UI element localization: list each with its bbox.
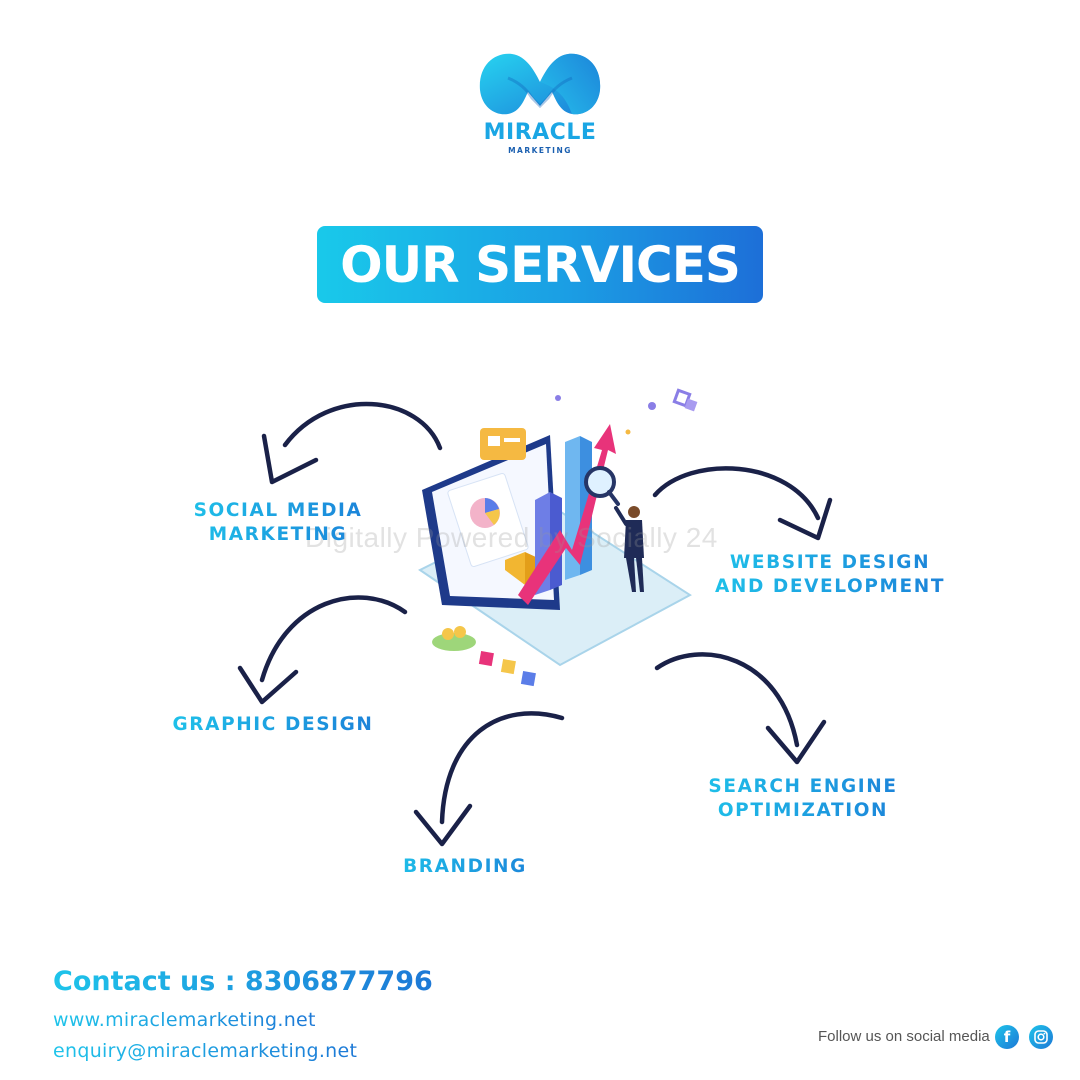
facebook-icon[interactable]: f bbox=[995, 1025, 1019, 1049]
follow-text: Follow us on social media bbox=[818, 1028, 990, 1045]
page-title: OUR SERVICES bbox=[340, 235, 741, 294]
website-link[interactable]: www.miraclemarketing.net bbox=[53, 1009, 316, 1031]
service-graphic-design: GRAPHIC DESIGN bbox=[160, 713, 386, 737]
instagram-glyph bbox=[1034, 1030, 1048, 1044]
contact-phone: Contact us : 8306877796 bbox=[53, 966, 433, 997]
email-link[interactable]: enquiry@miraclemarketing.net bbox=[53, 1040, 358, 1062]
laptop-analytics-illustration bbox=[418, 388, 698, 687]
service-social-media-marketing: SOCIAL MEDIA MARKETING bbox=[178, 499, 378, 547]
service-seo: SEARCH ENGINE OPTIMIZATION bbox=[690, 775, 916, 823]
arrow-branding bbox=[439, 711, 565, 825]
title-banner: OUR SERVICES bbox=[317, 226, 763, 303]
brand-tagline: MARKETING bbox=[508, 146, 572, 155]
instagram-icon[interactable] bbox=[1029, 1025, 1053, 1049]
watermark-text: Digitally Powered by Socially 24 bbox=[305, 522, 718, 553]
service-branding: BRANDING bbox=[380, 855, 550, 879]
arrow-graphic-design bbox=[259, 595, 408, 683]
miracle-logo-mark bbox=[479, 53, 601, 115]
brand-name: MIRACLE bbox=[483, 120, 597, 145]
service-website-design: WEBSITE DESIGN AND DEVELOPMENT bbox=[700, 551, 960, 599]
